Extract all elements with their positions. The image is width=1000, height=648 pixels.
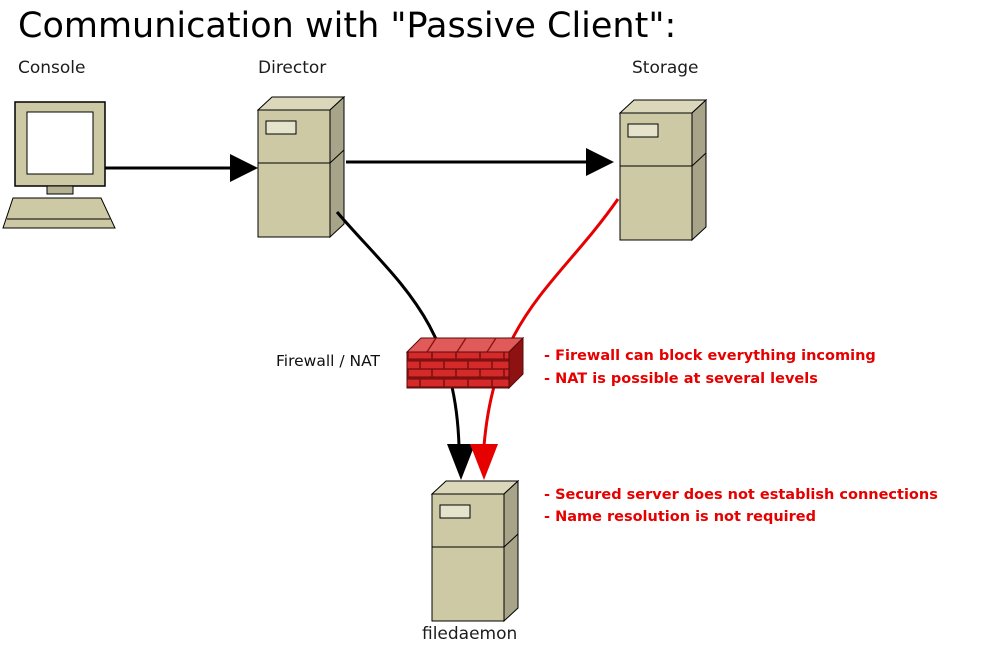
firewall-note-2: - NAT is possible at several levels bbox=[544, 371, 818, 387]
console-icon bbox=[2, 101, 116, 229]
firewall-label: Firewall / NAT bbox=[276, 352, 380, 370]
filedaemon-note-1: - Secured server does not establish conn… bbox=[544, 487, 938, 503]
director-label: Director bbox=[258, 58, 327, 78]
director-to-storage-arrow bbox=[346, 148, 614, 176]
console-to-director-arrow bbox=[105, 154, 258, 182]
storage-icon bbox=[619, 99, 707, 241]
red-arrowhead bbox=[470, 444, 498, 480]
firewall-icon bbox=[405, 336, 525, 390]
firewall-note-1: - Firewall can block everything incoming bbox=[544, 348, 876, 364]
filedaemon-note-2: - Name resolution is not required bbox=[544, 509, 817, 525]
diagram-title: Communication with "Passive Client": bbox=[18, 6, 677, 46]
console-label: Console bbox=[18, 58, 86, 78]
storage-to-filedaemon-curve bbox=[482, 198, 620, 447]
director-to-filedaemon-curve bbox=[335, 211, 461, 447]
filedaemon-label: filedaemon bbox=[422, 624, 518, 644]
storage-label: Storage bbox=[632, 58, 699, 78]
filedaemon-icon bbox=[431, 480, 519, 622]
director-icon bbox=[257, 96, 345, 238]
black-arrowhead bbox=[447, 444, 475, 480]
